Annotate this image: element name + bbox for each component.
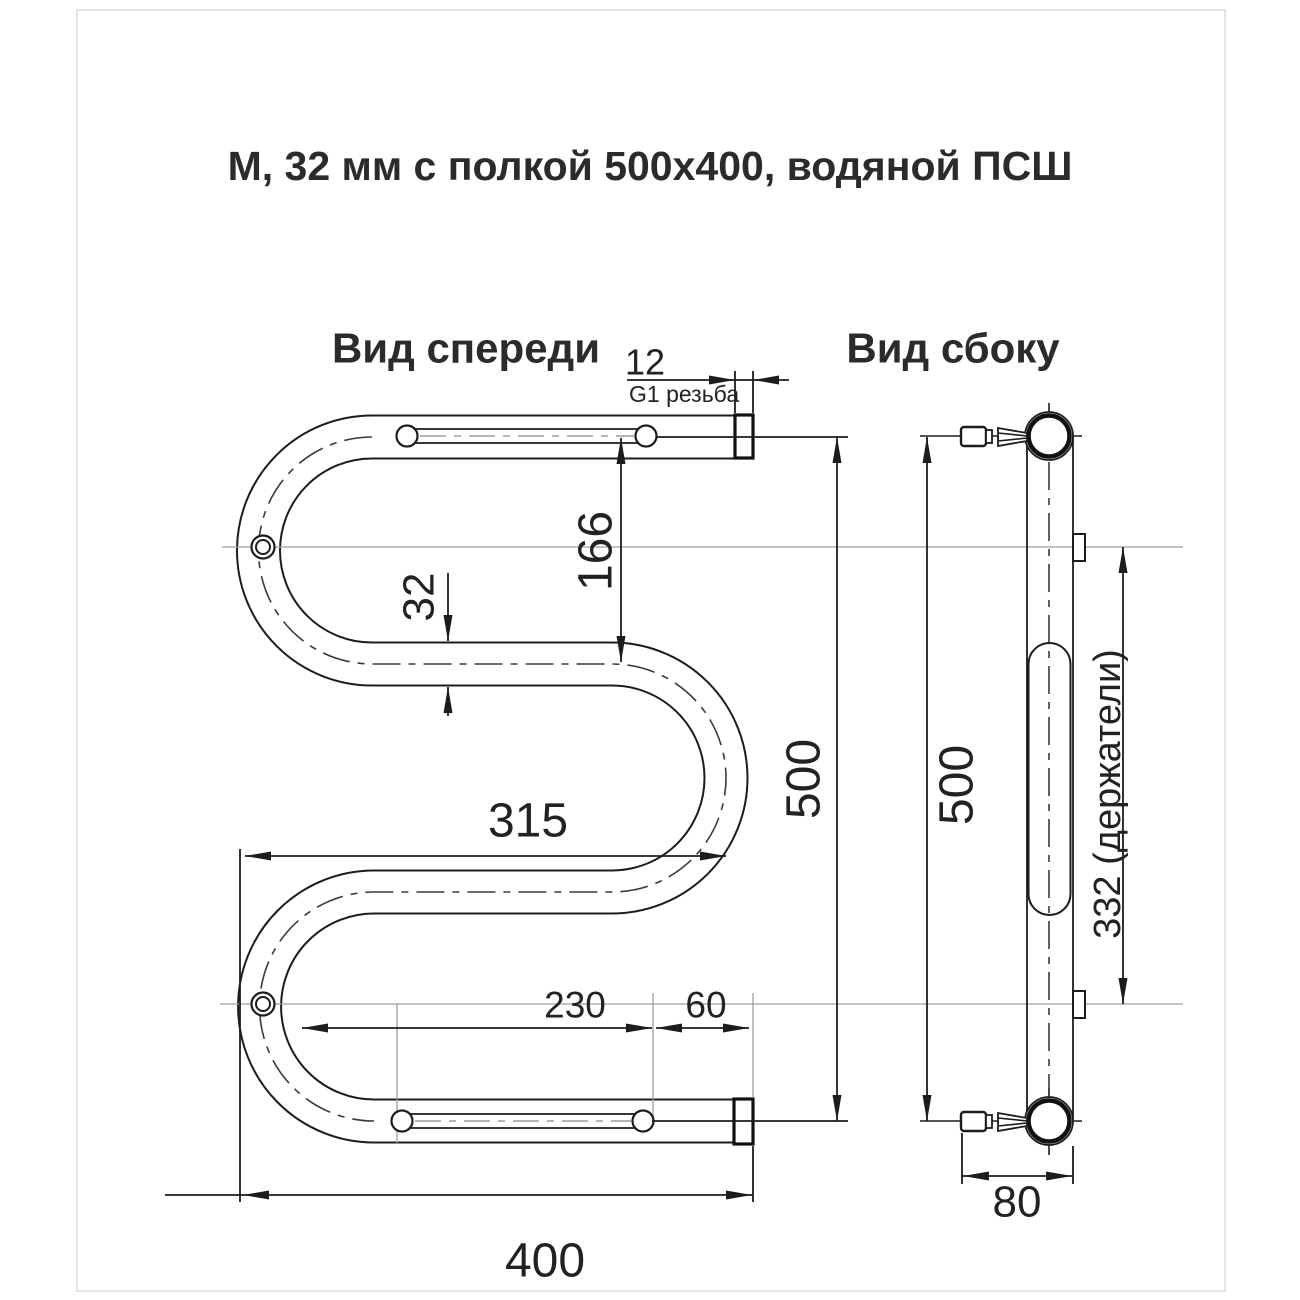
dim-230-60: 230 60 <box>302 985 749 1033</box>
dim-value: 500 <box>931 745 984 825</box>
pipe-centerline <box>257 436 727 1122</box>
dim-32: 32 <box>395 573 453 716</box>
dim-332-holders: 332 (держатели) <box>1087 547 1129 1004</box>
mount-ring-upper <box>250 534 276 560</box>
wall-bracket-upper <box>1072 533 1086 562</box>
page-title: М, 32 мм с полкой 500x400, водяной ПСШ <box>228 143 1073 189</box>
shelf-top <box>395 424 658 448</box>
mount-ring-lower <box>250 991 276 1017</box>
thread-note: G1 резьба <box>629 381 739 407</box>
pipe-core <box>238 416 753 1142</box>
dim-value: 230 <box>544 985 606 1026</box>
wall-bracket-lower <box>1072 990 1086 1019</box>
dim-400: 400 <box>165 1146 754 1288</box>
side-view <box>920 403 1086 1155</box>
dim-value: 315 <box>488 795 568 848</box>
inlet-fitting-bottom <box>959 1110 1028 1133</box>
dim-thread-12: 12 G1 резьба <box>625 342 789 413</box>
dim-value: 166 <box>570 511 623 591</box>
dim-166: 166 <box>570 438 626 662</box>
dim-value: 332 (держатели) <box>1087 649 1129 939</box>
front-view <box>220 413 1183 1146</box>
shelf-end-cap <box>395 424 419 448</box>
dim-80: 80 <box>961 1133 1074 1227</box>
dim-315: 315 <box>239 795 726 1202</box>
front-view-label: Вид спереди <box>332 325 600 372</box>
holder-slot <box>1027 642 1072 916</box>
dim-value: 400 <box>505 1235 585 1288</box>
shelf-end-cap <box>634 424 658 448</box>
dim-value: 60 <box>685 985 726 1026</box>
page-border <box>76 9 1226 1292</box>
dim-500-front: 500 <box>652 436 848 1122</box>
pipe-outline <box>236 414 753 1144</box>
side-view-label: Вид сбоку <box>846 325 1060 372</box>
dim-value: 12 <box>625 342 665 383</box>
dim-500-side: 500 <box>922 437 984 1121</box>
dim-value: 500 <box>778 739 831 819</box>
inlet-fitting-top <box>959 425 1028 448</box>
shelf-end-cap <box>631 1109 655 1133</box>
dim-value: 32 <box>395 573 444 622</box>
dim-value: 80 <box>993 1178 1042 1227</box>
shelf-end-cap <box>390 1109 414 1133</box>
shelf-bottom <box>390 1109 655 1133</box>
